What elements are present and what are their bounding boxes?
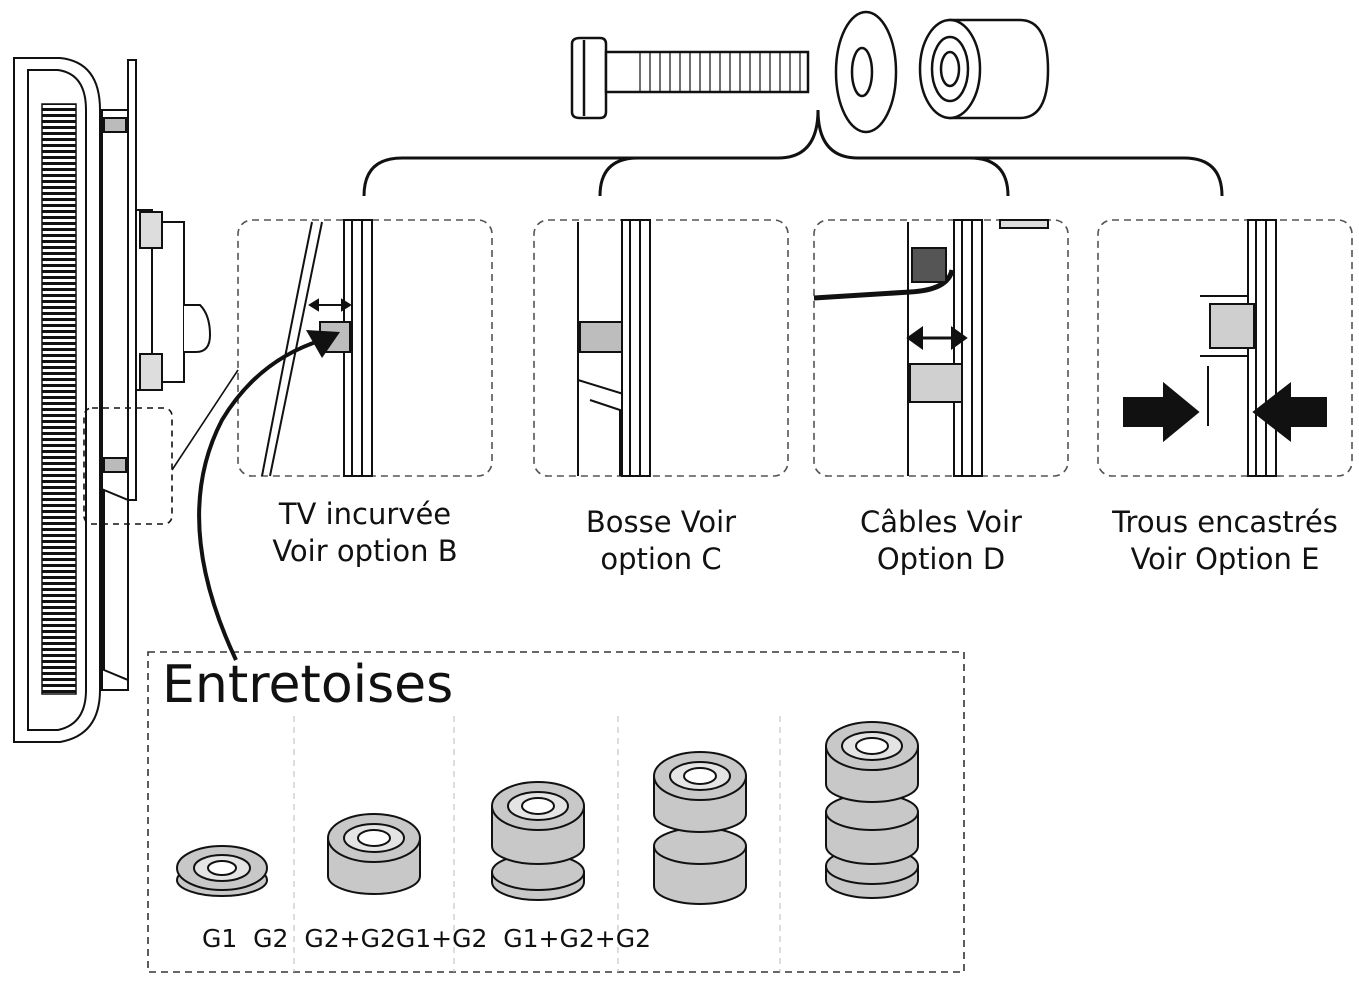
- option-b-line2: Voir option B: [272, 534, 458, 568]
- option-c-panel: [533, 219, 789, 477]
- curved-arrow: [197, 330, 340, 661]
- option-d-panel: [813, 219, 1069, 477]
- option-d-line1: Câbles Voir: [860, 505, 1022, 539]
- option-b-label: TV incurvée Voir option B: [240, 496, 490, 570]
- option-c-line1: Bosse Voir: [585, 505, 737, 539]
- option-e-label: Trous encastrés Voir Option E: [1094, 504, 1356, 578]
- option-d-label: Câbles Voir Option D: [814, 504, 1068, 578]
- option-d-line2: Option D: [876, 542, 1006, 576]
- option-e-panel: [1097, 219, 1353, 477]
- spacer-g2-icon: [327, 813, 421, 895]
- bolt-icon: [570, 36, 810, 120]
- option-c-line2: option C: [600, 542, 722, 576]
- tv-side-view: [13, 57, 239, 743]
- spacers-title: Entretoises: [162, 655, 454, 715]
- spacer-g2-g2-icon: [491, 781, 585, 901]
- spacer-hardware-icon: [918, 18, 1050, 120]
- option-e-line1: Trous encastrés: [1112, 505, 1338, 539]
- spacers-labels: G1 G2 G2+G2G1+G2 G1+G2+G2: [202, 924, 651, 953]
- option-e-line2: Voir Option E: [1130, 542, 1320, 576]
- options-bracket: [362, 109, 1224, 197]
- spacer-g1-g2-icon: [653, 751, 747, 905]
- spacer-g1-icon: [176, 845, 268, 897]
- spacers-box: [147, 651, 965, 973]
- option-c-label: Bosse Voir option C: [534, 504, 788, 578]
- option-b-panel: [237, 219, 493, 477]
- washer-icon: [834, 10, 898, 134]
- option-b-line1: TV incurvée: [278, 497, 452, 531]
- spacer-g1-g2-g2-icon: [825, 721, 919, 899]
